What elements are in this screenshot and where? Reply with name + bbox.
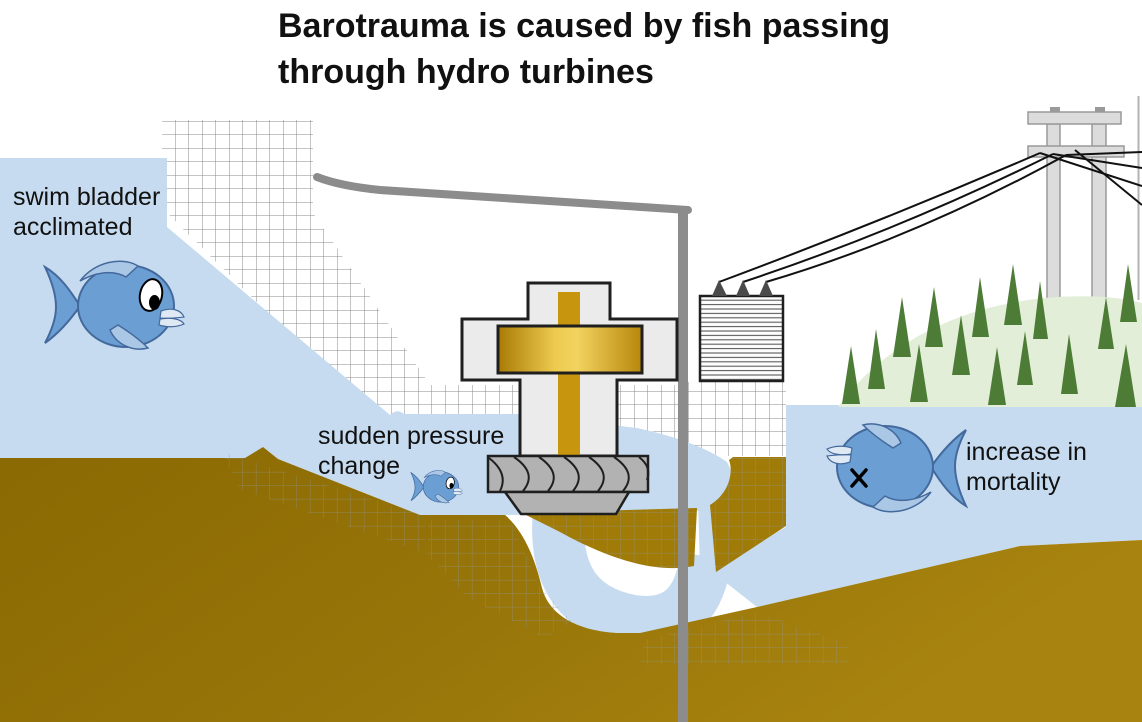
label-text: sudden pressure (318, 422, 505, 450)
pine-tree-icon (1017, 331, 1033, 385)
generator-bar (496, 324, 644, 375)
dam-tower-block (162, 120, 313, 213)
page-title: Barotrauma is caused by fish passing thr… (278, 3, 890, 95)
label-text: increase in (966, 438, 1087, 466)
insulator-icon (759, 280, 773, 296)
spillway-edge (313, 173, 692, 722)
pine-tree-icon (868, 329, 885, 389)
turbine-runner (486, 454, 650, 516)
title-line-2: through hydro turbines (278, 53, 654, 91)
pine-tree-icon (1115, 344, 1136, 407)
pine-tree-icon (1033, 281, 1048, 339)
pine-tree-icon (910, 344, 928, 402)
pine-tree-icon (1004, 264, 1022, 325)
title-line-1: Barotrauma is caused by fish passing (278, 7, 891, 45)
pine-tree-icon (988, 347, 1006, 405)
pine-tree-icon (842, 346, 860, 404)
turbine-unit (460, 281, 679, 516)
pine-tree-icon (893, 297, 911, 357)
label-text: change (318, 452, 401, 480)
ground-earth (0, 447, 1142, 722)
dam-step-block (167, 213, 430, 385)
pine-tree-icon (1098, 297, 1114, 349)
runner-base (502, 490, 632, 516)
pine-tree-icon (925, 287, 943, 347)
hill-icon (838, 296, 1142, 407)
transmission-tower-icon (1027, 96, 1140, 310)
draft-tube-channel (532, 498, 732, 648)
label-swim-bladder-acclimated: swim bladder acclimated (13, 182, 160, 242)
tailrace-water (710, 405, 1142, 607)
draft-tube-inner-bank (522, 508, 697, 569)
tailrace-island-bank (710, 457, 786, 572)
label-text: swim bladder (13, 183, 161, 211)
pine-trees (842, 264, 1137, 407)
label-text: mortality (966, 468, 1061, 496)
power-lines-icon (718, 149, 1142, 283)
tower-crossarm (1027, 111, 1122, 125)
insulator-icon (736, 280, 750, 296)
pine-tree-icon (972, 277, 989, 337)
insulator-icon (712, 280, 727, 296)
powerhouse-block (687, 382, 786, 456)
label-increase-in-mortality: increase in mortality (966, 437, 1087, 497)
label-sudden-pressure-change: sudden pressure change (318, 421, 504, 481)
pine-tree-icon (1061, 334, 1078, 394)
ground-hatch-patches (222, 452, 848, 665)
label-text: acclimated (13, 213, 133, 241)
pine-tree-icon (1120, 264, 1137, 322)
pine-tree-icon (952, 315, 970, 375)
transformer-icon (698, 280, 785, 383)
